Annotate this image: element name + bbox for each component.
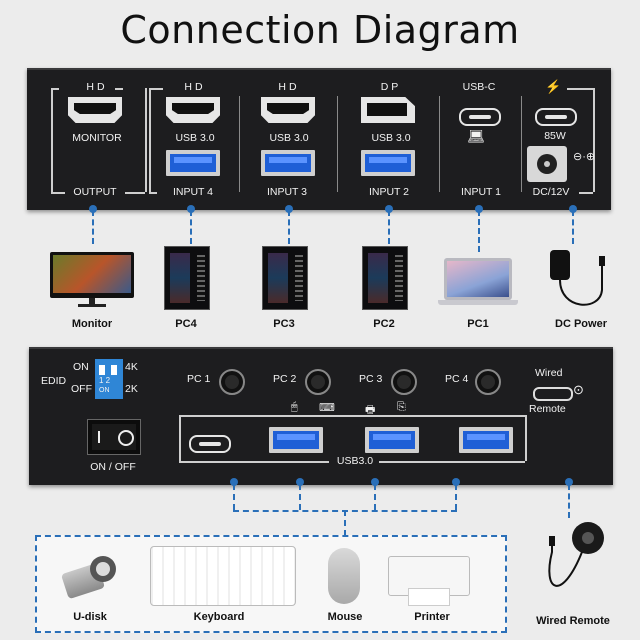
label-input4: INPUT 4	[163, 186, 223, 198]
polarity-icon: ⊖·⊕	[573, 151, 596, 163]
switch-on-label: ON	[73, 361, 89, 373]
printer-icon: 🖶︎	[365, 404, 376, 416]
usbc-input1-port	[459, 108, 501, 126]
device-label-pc2: PC2	[373, 318, 395, 330]
usbc-power-port	[535, 108, 577, 126]
remote-label: Remote	[529, 403, 566, 415]
device-label-keyboard: Keyboard	[193, 611, 245, 623]
hdmi-input4-port	[166, 97, 220, 123]
monitor-icon	[50, 252, 134, 308]
pc4-button-label: PC 4	[445, 373, 469, 385]
device-label-pc3: PC3	[273, 318, 295, 330]
edid-label: EDID	[41, 375, 67, 387]
device-label-pc4: PC4	[175, 318, 197, 330]
power-switch-label: ON / OFF	[90, 461, 136, 473]
header-hd-output: HD	[86, 81, 108, 93]
usb30-hub-label: USB3.0	[336, 455, 374, 467]
dip-on-label: ON	[99, 387, 110, 394]
label-dc12v: DC/12V	[523, 186, 579, 198]
pc2-icon	[362, 246, 408, 310]
device-label-printer: Printer	[414, 611, 450, 623]
mouse-device-icon	[328, 548, 360, 604]
pc4-button[interactable]	[475, 369, 501, 395]
header-dp-input2: DP	[380, 81, 402, 93]
power-rocker-switch[interactable]	[87, 419, 141, 455]
monitor-port-label: MONITOR	[72, 132, 122, 144]
header-hd-input3: HD	[278, 81, 300, 93]
label-output: OUTPUT	[65, 186, 125, 198]
header-hd-input4: HD	[184, 81, 206, 93]
laptop-pc1-icon	[438, 258, 518, 306]
device-label-udisk: U-disk	[73, 611, 107, 623]
keyboard-icon: ⌨︎	[319, 402, 335, 414]
device-label-monitor: Monitor	[71, 318, 113, 330]
usb-port-input2	[361, 150, 415, 176]
label-input3: INPUT 3	[257, 186, 317, 198]
label-input1: INPUT 1	[451, 186, 511, 198]
dp-input2-port	[361, 97, 415, 123]
dip-numbers: 1 2	[99, 376, 111, 385]
printer-device-icon	[388, 548, 470, 606]
device-label-pc1: PC1	[467, 318, 489, 330]
device-label-dc-power: DC Power	[555, 318, 607, 330]
keyboard-device-icon	[150, 546, 296, 606]
hub-usb-port-3	[459, 427, 513, 453]
udisk-icon: ⎘	[397, 401, 406, 413]
pc3-button-label: PC 3	[359, 373, 383, 385]
header-usbc: USB-C	[462, 81, 496, 93]
lightning-icon: ⚡	[545, 79, 562, 94]
usb30-label-3: USB 3.0	[269, 132, 309, 144]
laptop-icon: 💻︎	[467, 128, 485, 144]
dc-jack-port	[527, 146, 567, 182]
pc4-icon	[164, 246, 210, 310]
pc3-button[interactable]	[391, 369, 417, 395]
hub-usb-port-1	[269, 427, 323, 453]
pc1-button[interactable]	[219, 369, 245, 395]
device-label-wired-remote: Wired Remote	[536, 615, 610, 627]
switch-off-label: OFF	[71, 383, 92, 395]
diagram-title: Connection Diagram	[120, 8, 520, 52]
pc2-button[interactable]	[305, 369, 331, 395]
pc1-button-label: PC 1	[187, 373, 211, 385]
hub-usbc-port	[189, 435, 231, 453]
top-kvm-panel: HD HD HD DP USB-C ⚡ MONITOR USB 3.0 USB …	[27, 68, 611, 210]
usb-port-input4	[166, 150, 220, 176]
res-2k-label: 2K	[125, 383, 138, 395]
device-label-mouse: Mouse	[327, 611, 363, 623]
power-rating: 85W	[544, 130, 566, 142]
hdmi-output-port	[68, 97, 122, 123]
label-input2: INPUT 2	[359, 186, 419, 198]
pc3-icon	[262, 246, 308, 310]
bottom-kvm-panel: EDID ON OFF 1 2 ON 4K 2K ON / OFF PC 1 P…	[29, 347, 613, 485]
remote-indicator-icon: ⊙	[573, 382, 584, 397]
usb-port-input3	[261, 150, 315, 176]
wired-label: Wired	[535, 367, 563, 379]
mouse-icon: 🖱︎	[291, 401, 298, 413]
udisk-device-icon	[60, 552, 120, 600]
res-4k-label: 4K	[125, 361, 138, 373]
usb30-label-4: USB 3.0	[175, 132, 215, 144]
pc2-button-label: PC 2	[273, 373, 297, 385]
wired-remote-icon	[532, 522, 608, 606]
power-adapter-icon	[550, 250, 606, 312]
hdmi-input3-port	[261, 97, 315, 123]
usb30-label-2: USB 3.0	[371, 132, 411, 144]
hub-usb-port-2	[365, 427, 419, 453]
remote-port	[533, 387, 573, 401]
edid-dip-switch[interactable]: 1 2 ON	[95, 359, 123, 399]
